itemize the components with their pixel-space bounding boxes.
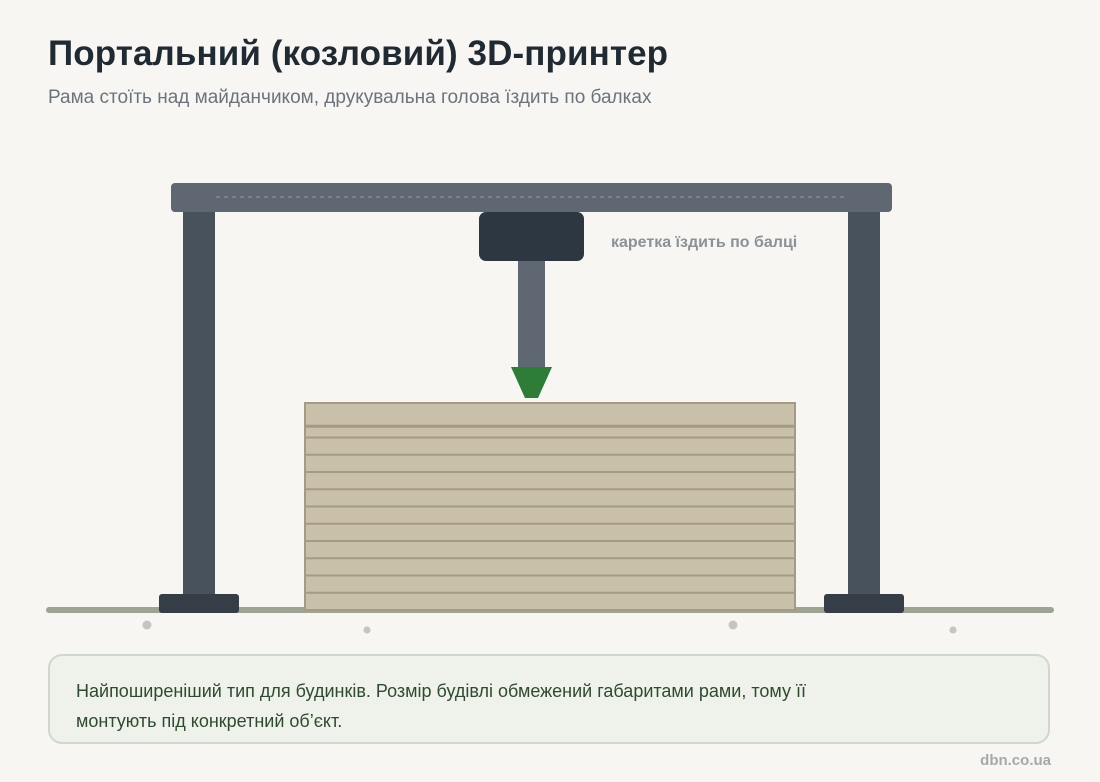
ground-dot (949, 626, 957, 634)
right-foot (824, 594, 904, 613)
nozzle-stem (518, 258, 545, 368)
nozzle-tip (511, 367, 552, 398)
info-note-line-1: Найпоширеніший тип для будинків. Розмір … (76, 681, 806, 701)
info-note-line-2: монтують під конкретний об’єкт. (76, 711, 343, 731)
left-column (183, 206, 215, 598)
ground-dot (142, 620, 152, 630)
ground-dot (363, 626, 371, 634)
info-note: Найпоширеніший тип для будинків. Розмір … (48, 654, 1050, 744)
right-column (848, 206, 880, 598)
ground-dot (728, 620, 738, 630)
left-foot (159, 594, 239, 613)
page-subtitle: Рама стоїть над майданчиком, друкувальна… (48, 87, 652, 108)
page-title: Портальний (козловий) 3D-принтер (48, 34, 669, 73)
carriage-label: каретка їздить по балці (611, 234, 797, 251)
carriage (479, 212, 584, 261)
source-label: dbn.co.ua (980, 752, 1051, 769)
printed-building (304, 402, 796, 611)
